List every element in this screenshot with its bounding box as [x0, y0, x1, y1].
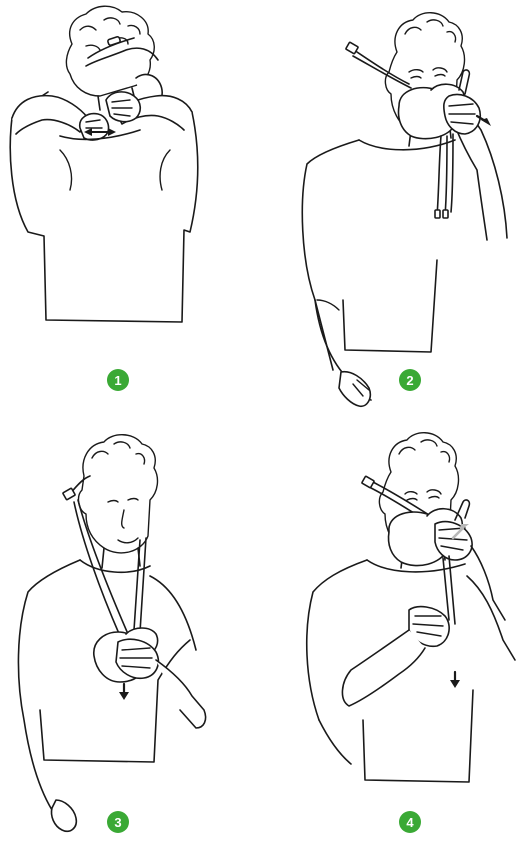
person-mask-lowered-figure: [0, 420, 259, 840]
step-number-badge: 3: [107, 811, 129, 833]
step-2-illustration: 2: [259, 0, 518, 420]
step-3-illustration: 3: [0, 420, 259, 840]
step-number-badge: 4: [399, 811, 421, 833]
step-4-illustration: 4: [259, 420, 518, 840]
person-placing-mask-figure: [259, 0, 518, 420]
step-1-illustration: 1: [0, 0, 259, 420]
step-number-badge: 2: [399, 369, 421, 391]
person-back-view-figure: [0, 0, 259, 420]
person-tightening-mask-figure: [259, 420, 518, 840]
step-number-badge: 1: [107, 369, 129, 391]
